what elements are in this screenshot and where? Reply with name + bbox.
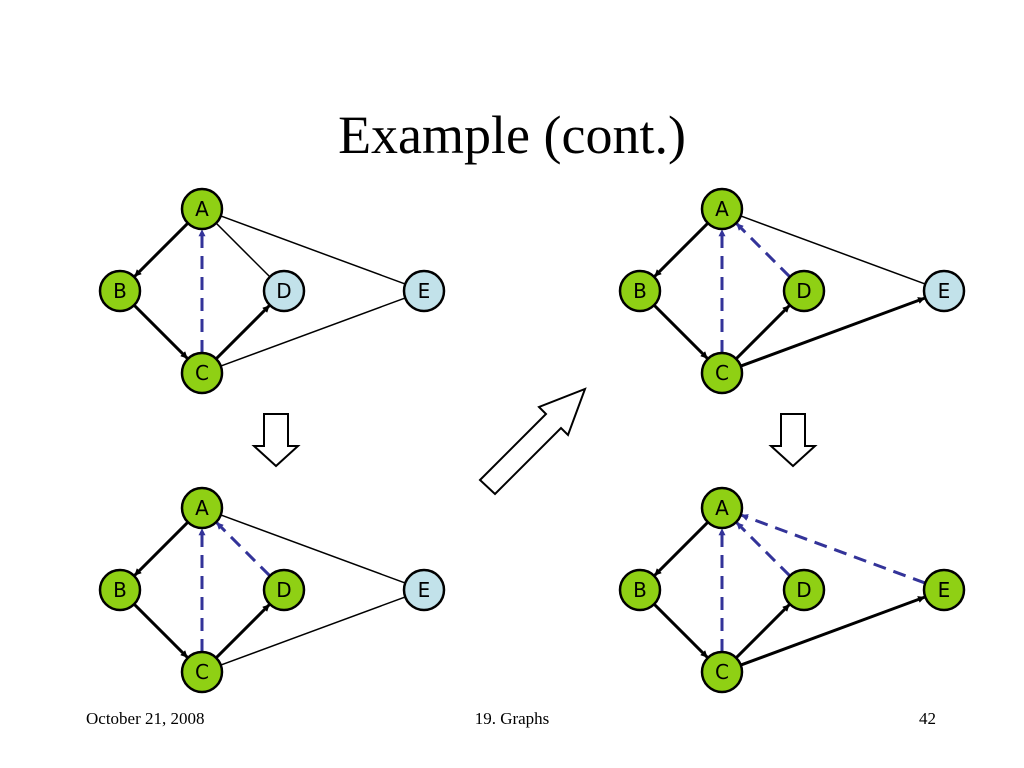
node-circle — [922, 568, 966, 612]
edge-a-b — [133, 222, 189, 278]
node-label: C — [195, 660, 209, 684]
node-circle — [618, 568, 662, 612]
edge-c-e — [220, 596, 405, 666]
node-circle — [700, 351, 744, 395]
node-label: D — [276, 578, 291, 602]
node-c: C — [180, 650, 224, 694]
node-label: A — [195, 197, 209, 221]
edge-c-d — [735, 304, 791, 360]
node-label: E — [418, 279, 431, 303]
node-circle — [782, 269, 826, 313]
node-d: D — [262, 269, 306, 313]
node-d: D — [782, 568, 826, 612]
node-label: D — [796, 279, 811, 303]
graph-bottom-left: A B C D E — [98, 486, 446, 694]
node-label: E — [418, 578, 431, 602]
node-c: C — [180, 351, 224, 395]
node-label: B — [633, 279, 647, 303]
edge-c-d — [215, 603, 271, 659]
node-circle — [618, 269, 662, 313]
node-e: E — [402, 269, 446, 313]
node-label: A — [715, 197, 729, 221]
down-arrow-right-icon — [768, 413, 818, 468]
node-d: D — [782, 269, 826, 313]
edge-e-a — [741, 513, 926, 585]
node-b: B — [98, 269, 142, 313]
node-label: B — [113, 578, 127, 602]
edge-c-d — [215, 304, 271, 360]
graph-top-right: A B C D E — [618, 187, 966, 395]
node-e: E — [402, 568, 446, 612]
node-circle — [262, 568, 306, 612]
node-b: B — [98, 568, 142, 612]
node-label: D — [796, 578, 811, 602]
graph-bottom-right: A B C D E — [618, 486, 966, 694]
node-circle — [180, 486, 224, 530]
node-b: B — [618, 568, 662, 612]
graph-top-left: A B C D E — [98, 187, 446, 395]
edge-a-e — [220, 215, 405, 285]
node-label: A — [715, 496, 729, 520]
node-circle — [700, 486, 744, 530]
node-label: E — [938, 578, 951, 602]
node-c: C — [700, 650, 744, 694]
node-b: B — [618, 269, 662, 313]
node-d: D — [262, 568, 306, 612]
node-circle — [180, 650, 224, 694]
edge-d-a — [215, 521, 271, 577]
slide-title: Example (cont.) — [338, 105, 686, 165]
node-label: E — [938, 279, 951, 303]
edge-c-e — [740, 595, 925, 667]
edge-b-c — [133, 304, 189, 360]
node-circle — [700, 187, 744, 231]
edge-a-b — [653, 222, 709, 278]
edge-d-a — [735, 222, 791, 278]
node-c: C — [700, 351, 744, 395]
edge-a-b — [133, 521, 189, 577]
down-arrow-left-icon — [251, 413, 301, 468]
node-circle — [98, 568, 142, 612]
footer-page-number: 42 — [919, 709, 936, 728]
edge-b-c — [653, 304, 709, 360]
node-e: E — [922, 269, 966, 313]
node-a: A — [180, 486, 224, 530]
node-a: A — [700, 187, 744, 231]
node-label: C — [195, 361, 209, 385]
edge-a-b — [653, 521, 709, 577]
node-label: C — [715, 361, 729, 385]
node-label: D — [276, 279, 291, 303]
node-circle — [402, 269, 446, 313]
node-label: B — [113, 279, 127, 303]
edge-a-e — [220, 514, 405, 584]
footer-date: October 21, 2008 — [86, 709, 205, 728]
edge-c-e — [740, 296, 925, 368]
node-circle — [98, 269, 142, 313]
node-circle — [262, 269, 306, 313]
node-circle — [180, 187, 224, 231]
edge-a-d — [215, 222, 270, 277]
node-circle — [180, 351, 224, 395]
edge-a-e — [740, 215, 925, 285]
footer-topic: 19. Graphs — [474, 709, 550, 728]
node-e: E — [922, 568, 966, 612]
node-label: A — [195, 496, 209, 520]
node-circle — [402, 568, 446, 612]
edge-d-a — [735, 521, 791, 577]
edge-b-c — [133, 603, 189, 659]
node-circle — [922, 269, 966, 313]
diagonal-arrow-icon — [478, 387, 587, 496]
node-circle — [782, 568, 826, 612]
node-label: C — [715, 660, 729, 684]
node-circle — [700, 650, 744, 694]
edge-c-e — [220, 297, 405, 367]
node-label: B — [633, 578, 647, 602]
edge-b-c — [653, 603, 709, 659]
edge-c-d — [735, 603, 791, 659]
node-a: A — [180, 187, 224, 231]
node-a: A — [700, 486, 744, 530]
